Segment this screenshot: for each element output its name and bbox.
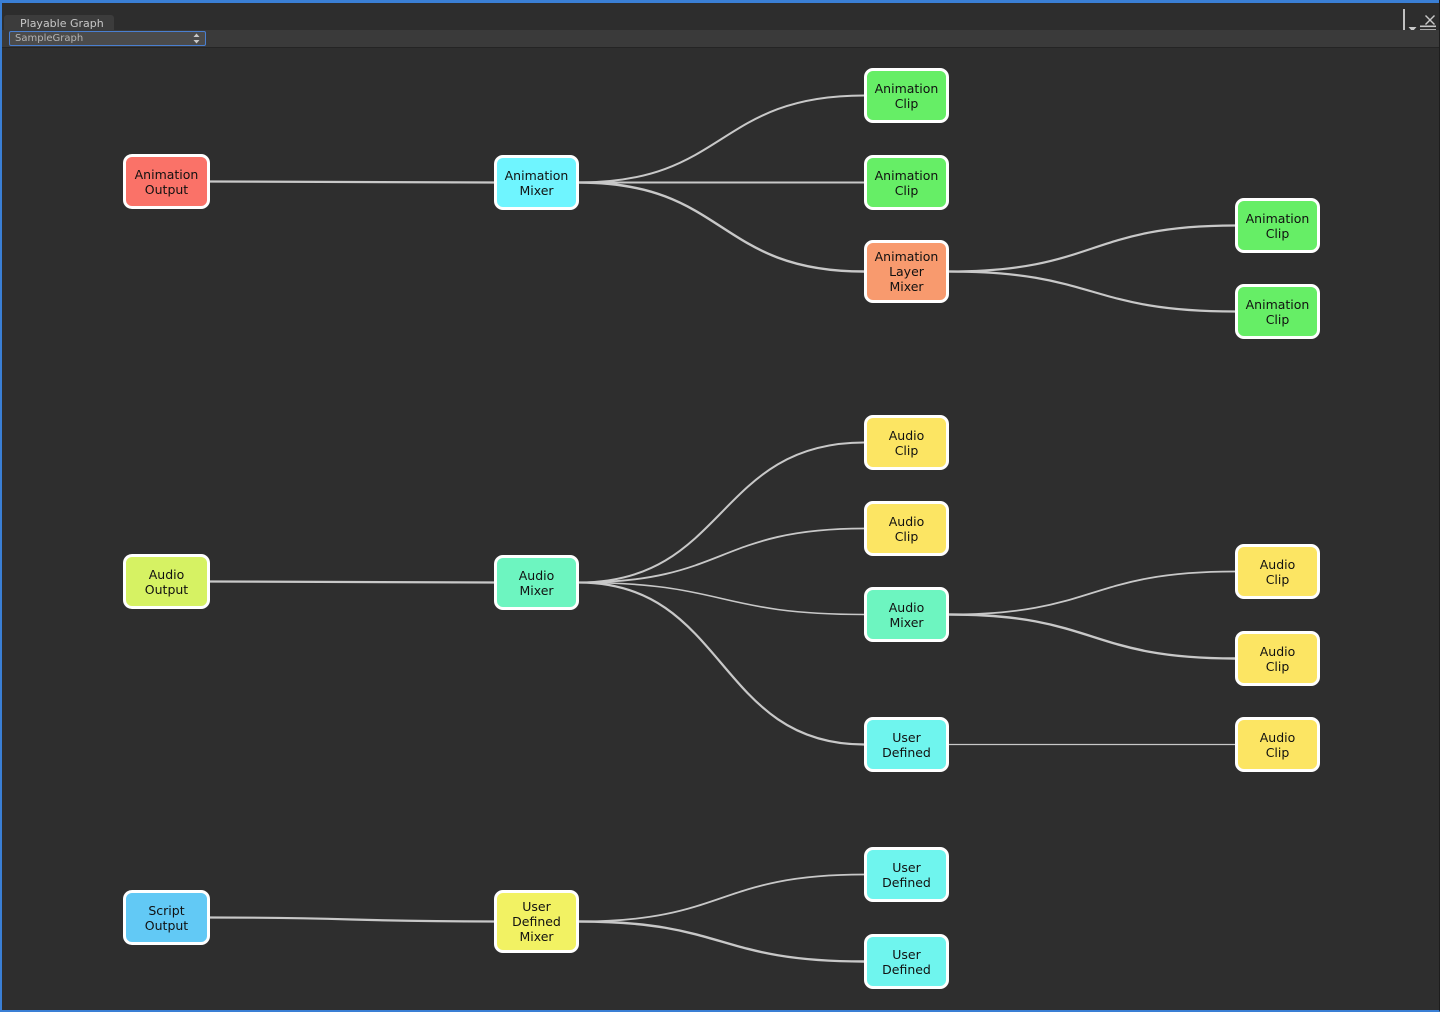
graph-edge (578, 94, 865, 184)
graph-node-label-line: Output (144, 917, 189, 933)
graph-edge (577, 581, 866, 746)
graph-node-label-line: Audio (518, 567, 555, 583)
graph-node-label-line: Mixer (889, 279, 924, 294)
window-titlebar: Playable Graph (2, 0, 1439, 35)
graph-node-label-line: Clip (894, 95, 919, 111)
graph-node-label-line: Audio (1259, 643, 1296, 659)
graph-edge (578, 441, 865, 584)
graph-node-label-line: Clip (1265, 744, 1290, 760)
graph-node-label-line: Animation (504, 167, 569, 183)
graph-node-label-line: Defined (882, 744, 931, 760)
tab-label: Playable Graph (20, 17, 104, 30)
graph-node-label-line: User (522, 899, 551, 914)
graph-edge (578, 581, 865, 616)
graph-node-label-line: Animation (134, 166, 199, 182)
graph-node-label-line: Animation (874, 80, 939, 96)
graph-edge (578, 527, 865, 584)
graph-edge (947, 224, 1237, 273)
graph-node-label-line: Audio (148, 566, 185, 582)
graph-node-label-line: Audio (1259, 729, 1296, 745)
graph-node-label-line: User (892, 859, 921, 875)
maximize-icon[interactable] (1403, 9, 1415, 31)
graph-edge (577, 181, 866, 273)
graph-edge (208, 580, 496, 584)
tab-playable-graph[interactable]: Playable Graph (4, 15, 114, 33)
graph-node-label-line: Audio (888, 599, 925, 615)
graph-node-label-line: Layer (889, 264, 924, 279)
graph-node-label-line: Clip (894, 182, 919, 198)
graph-node-label-line: Defined (882, 874, 931, 890)
graph-node-label-line: Clip (1265, 311, 1290, 327)
chevron-updown-icon (193, 33, 200, 45)
graph-selector-dropdown[interactable]: SampleGraph (9, 31, 206, 46)
graph-node-label-line: Mixer (519, 582, 554, 598)
graph-node-label-line: Clip (894, 442, 919, 458)
graph-selector-value: SampleGraph (15, 33, 84, 44)
graph-node-label-line: Audio (888, 427, 925, 443)
graph-node-label-line: Output (144, 581, 189, 597)
graph-toolbar: SampleGraph (2, 30, 1439, 48)
graph-node-label-line: Animation (874, 249, 939, 264)
close-icon[interactable] (1424, 11, 1436, 25)
graph-edge (947, 613, 1237, 660)
graph-node-label-line: Script (148, 902, 185, 918)
graph-node-label-line: Mixer (889, 614, 924, 630)
graph-edges-layer (208, 94, 1237, 963)
graph-node-label-line: Clip (894, 528, 919, 544)
graph-node-label-line: Animation (1245, 296, 1310, 312)
graph-edge (208, 916, 496, 923)
graph-edge (208, 180, 496, 184)
graph-node-label-line: Clip (1265, 571, 1290, 587)
graph-node-label-line: Clip (1265, 225, 1290, 241)
graph-edge (948, 570, 1236, 616)
graph-node-label-line: User (892, 946, 921, 962)
graph-node-label-line: Clip (1265, 658, 1290, 674)
graph-node-label-line: Mixer (519, 929, 554, 944)
graph-node-label-line: Defined (882, 961, 931, 977)
graph-edge (947, 270, 1237, 313)
graph-node-label-line: Animation (1245, 210, 1310, 226)
graph-node-label-line: Animation (874, 167, 939, 183)
window-buttons (1403, 9, 1436, 31)
graph-edge (577, 920, 866, 963)
graph-node-label-line: Mixer (519, 182, 554, 198)
graph-node-label-line: Audio (1259, 556, 1296, 572)
graph-node-label-line: Defined (512, 914, 561, 929)
graph-node-label-line: User (892, 729, 921, 745)
graph-edge (578, 873, 865, 923)
graph-node-label-line: Audio (888, 513, 925, 529)
graph-node-label-line: Output (144, 181, 189, 197)
